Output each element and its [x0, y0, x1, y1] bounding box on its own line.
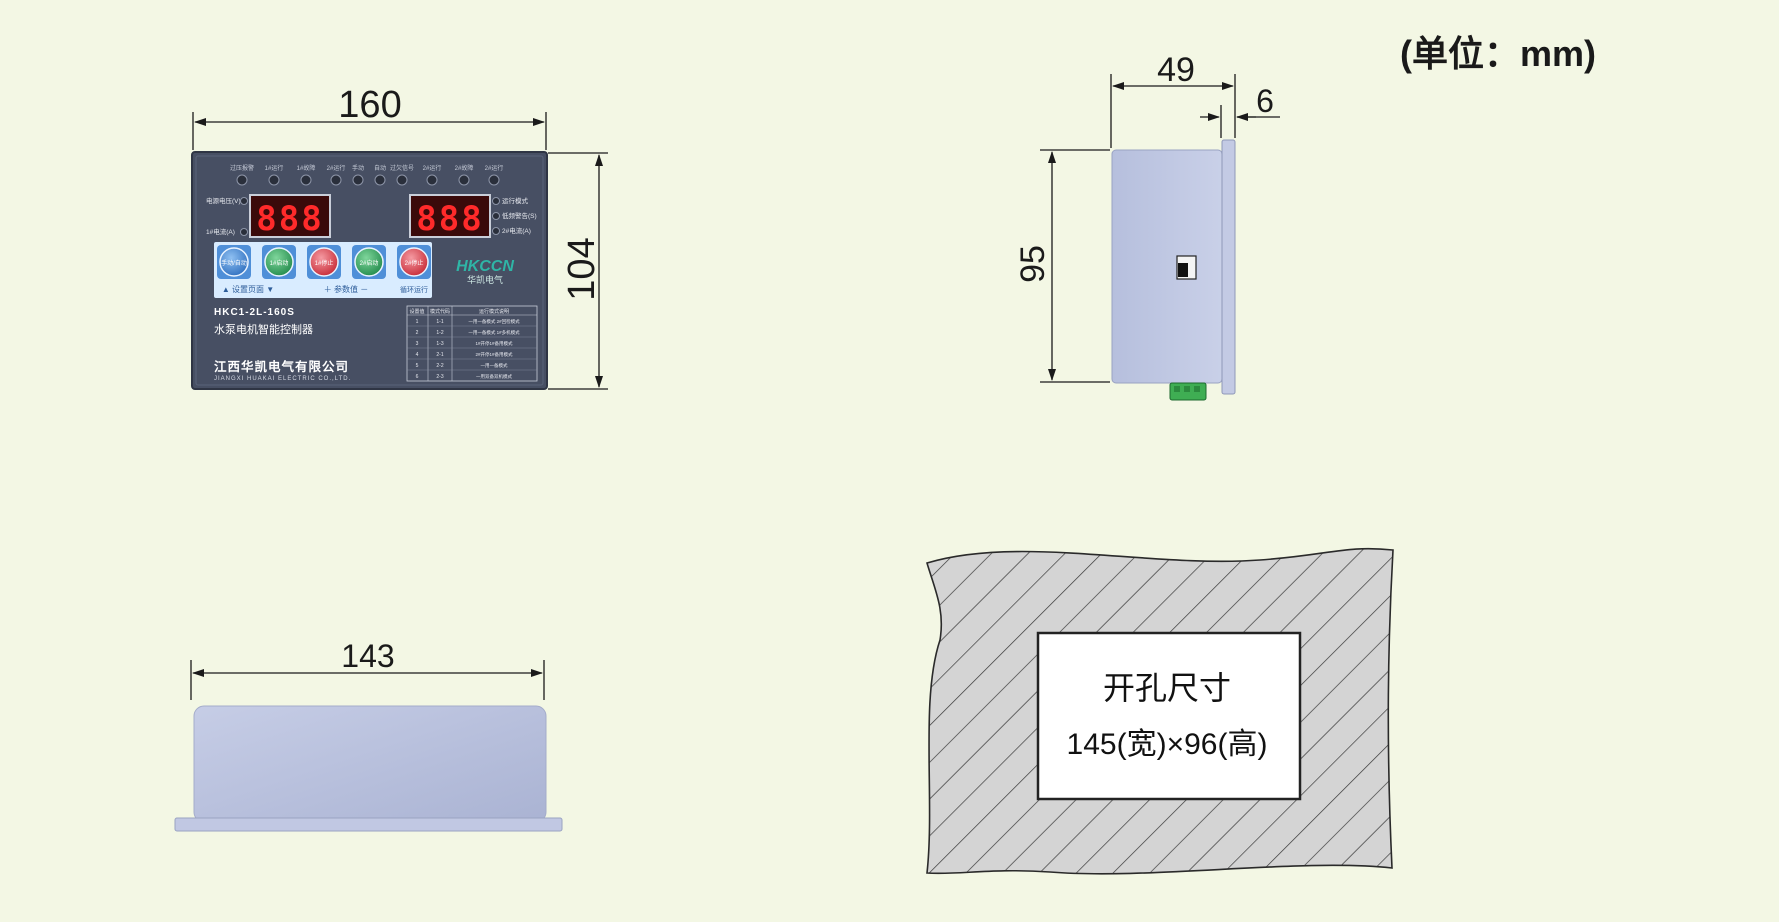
front-height-label: 104: [561, 237, 603, 300]
table-cell: 5: [416, 363, 419, 369]
button-caption-mid: ＋ 参数值 －: [324, 284, 368, 294]
table-cell: 1-1: [436, 319, 443, 325]
side-depth-label: 49: [1157, 51, 1195, 89]
table-row: 1 1-1 一用一备模式 2#回检模式: [407, 318, 537, 327]
led-indicator: 2#运行: [423, 164, 442, 186]
table-cell: 2: [416, 330, 419, 336]
led-label: 1#运行: [265, 164, 284, 172]
table-cell: 一用一备模式 1#多机模式: [468, 329, 520, 336]
table-row: 6 2-3 一用双备双机模式: [416, 373, 513, 380]
bottom-flange: [174, 817, 563, 832]
product-name: 水泵电机智能控制器: [214, 322, 313, 336]
unit-label: (单位：mm): [1400, 33, 1596, 74]
table-row: 4 2-1 2#开停1#备用模式: [407, 351, 537, 360]
table-cell: 一用一备模式 2#回检模式: [468, 318, 520, 325]
led-indicator: 2#故障: [455, 164, 474, 186]
table-cell: 6: [416, 374, 419, 380]
top-led-row: 过压报警 1#运行 1#故障 2#运行 手动 自动: [230, 164, 504, 186]
button-label: 2#启动: [360, 259, 379, 267]
led-label: 手动: [352, 164, 364, 172]
cutout-title: 开孔尺寸: [1103, 670, 1231, 706]
left-display-digits: 888: [256, 199, 323, 239]
table-cell: 3: [416, 341, 419, 347]
button-caption-left: ▲ 设置页面 ▼: [222, 284, 274, 294]
led-label: 自动: [374, 164, 386, 172]
brand-logo: HKCCN: [456, 258, 514, 275]
button-label: 1#停止: [315, 259, 334, 267]
button-pump2-start[interactable]: 2#启动: [352, 245, 386, 279]
model-number: HKC1-2L-160S: [214, 307, 295, 318]
side-flange: [1221, 139, 1236, 395]
side-view: 49 6 95: [1014, 51, 1280, 401]
button-label: 1#启动: [270, 259, 289, 267]
table-cell: 2-1: [436, 352, 443, 358]
mode-label: 运行模式: [502, 196, 529, 205]
button-pump2-stop[interactable]: 2#停止: [397, 245, 431, 279]
led-label: 过压报警: [230, 164, 254, 172]
side-height-label: 95: [1014, 245, 1052, 283]
left-led-display: [249, 194, 331, 238]
current1-label: 1#电流(A): [206, 227, 235, 236]
table-cell: 2#开停1#备用模式: [475, 351, 513, 358]
side-flange-label: 6: [1256, 83, 1274, 119]
table-cell: 4: [416, 352, 419, 358]
led-indicator: 1#故障: [297, 164, 316, 186]
led-indicator: 2#运行: [327, 164, 346, 186]
table-row: 3 1-3 1#开停1#备用模式: [407, 340, 537, 349]
mode-table: 设置值 模式代码 运行模式说明 1 1-1 一用一备模式 2#回检模式 2 1-…: [406, 305, 538, 382]
button-pump1-stop[interactable]: 1#停止: [307, 245, 341, 279]
lowfreq-label: 低频警告(S): [502, 211, 537, 220]
right-display-digits: 888: [416, 199, 483, 239]
table-cell: 1-2: [436, 330, 443, 336]
table-row: 5 2-2 一用一备模式: [407, 362, 537, 371]
led-label: 1#故障: [297, 164, 316, 172]
led-label: 过欠信号: [390, 164, 414, 172]
led-indicator: 自动: [374, 164, 386, 186]
cutout-size: 145(宽)×96(高): [1067, 728, 1268, 761]
voltage-label: 电源电压(V): [206, 196, 241, 205]
brand-subtitle: 华凯电气: [467, 274, 503, 285]
bottom-view: 143: [174, 638, 563, 832]
company-name-en: JIANGXI HUAKAI ELECTRIC CO.,LTD.: [214, 376, 351, 382]
bottom-width-label: 143: [341, 638, 394, 674]
side-body: [1111, 149, 1223, 384]
right-led-display: [409, 194, 491, 238]
bottom-body: [193, 705, 547, 823]
table-cell: 1: [416, 319, 419, 325]
led-indicator: 2#运行: [485, 164, 504, 186]
table-header: 运行模式说明: [479, 308, 509, 315]
led-label: 2#运行: [485, 164, 504, 172]
table-row: 2 1-2 一用一备模式 1#多机模式: [407, 329, 537, 338]
button-pump1-start[interactable]: 1#启动: [262, 245, 296, 279]
button-label: 手动/自动: [221, 259, 247, 267]
front-view: 160 104 过压报警 1#运行 1#故障 2#运行: [191, 84, 608, 390]
table-cell: 1#开停1#备用模式: [475, 340, 513, 347]
current2-label: 2#电流(A): [502, 226, 531, 235]
table-cell: 2-3: [436, 374, 443, 380]
led-label: 2#运行: [327, 164, 346, 172]
led-indicator: 1#运行: [265, 164, 284, 186]
company-name-cn: 江西华凯电气有限公司: [214, 359, 349, 374]
led-label: 2#运行: [423, 164, 442, 172]
led-indicator: 手动: [352, 164, 364, 186]
cutout-box: [1036, 631, 1302, 801]
table-cell: 一用双备双机模式: [476, 373, 512, 380]
table-header: 设置值: [409, 308, 424, 315]
button-manual-auto[interactable]: 手动/自动: [217, 245, 251, 279]
led-indicator: 过压报警: [230, 164, 254, 186]
button-label: 2#停止: [405, 259, 424, 267]
table-cell: 1-3: [436, 341, 443, 347]
table-header: 模式代码: [430, 308, 450, 315]
table-cell: 2-2: [436, 363, 443, 369]
led-indicator: 过欠信号: [390, 164, 414, 186]
button-caption-right: 循环运行: [400, 285, 428, 294]
cutout-diagram: 开孔尺寸 145(宽)×96(高): [926, 547, 1394, 875]
front-width-label: 160: [338, 84, 401, 126]
led-label: 2#故障: [455, 164, 474, 172]
table-cell: 一用一备模式: [481, 362, 508, 369]
